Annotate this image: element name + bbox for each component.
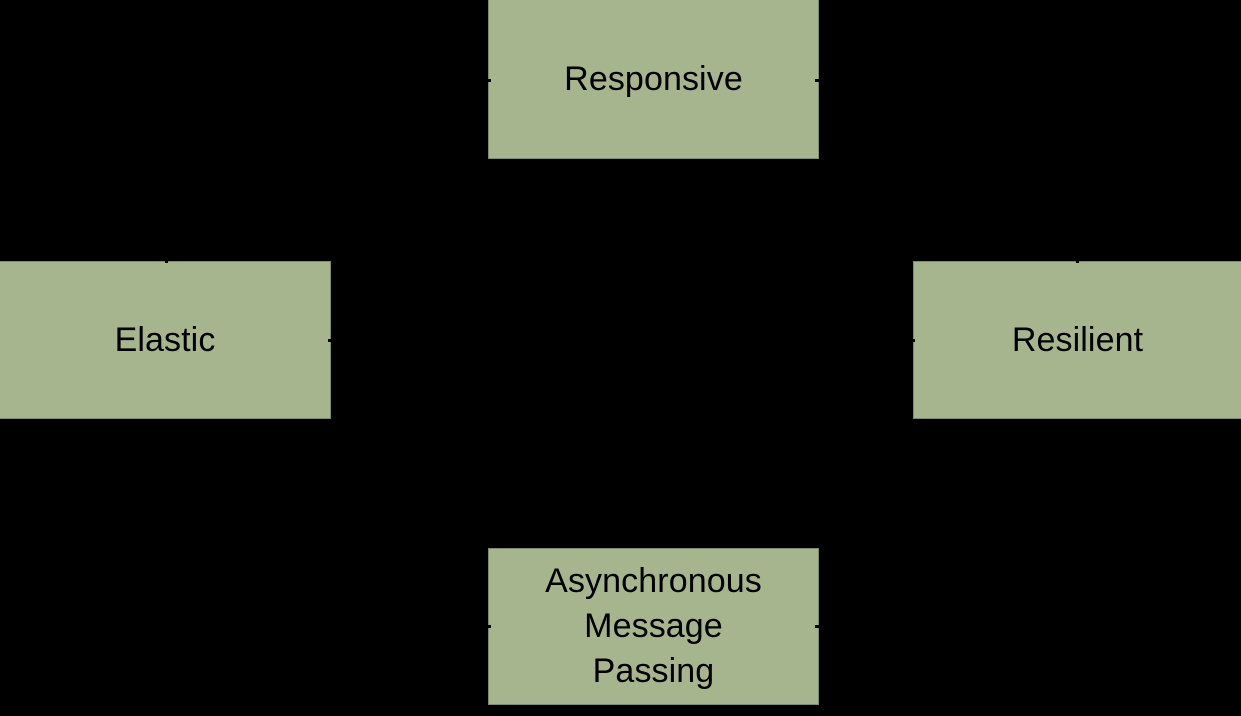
connector-stub-async-left [486,625,491,628]
node-asynchronous-message-passing-label: Asynchronous Message Passing [545,562,762,690]
connector-stub-elastic-right [328,339,333,342]
connector-stub-resilient-left [910,339,915,342]
node-responsive[interactable]: Responsive [488,0,819,159]
connector-stub-resilient-top [1076,258,1079,263]
node-elastic[interactable]: Elastic [0,261,331,419]
connector-elastic-to-responsive [165,78,489,263]
node-responsive-label: Responsive [564,59,743,98]
node-asynchronous-message-passing[interactable]: Asynchronous Message Passing [488,548,819,705]
node-elastic-label: Elastic [114,320,216,359]
node-resilient-label: Resilient [1011,320,1144,359]
connector-stub-async-right [815,625,820,628]
connector-stub-responsive-left [486,79,491,82]
connector-stub-elastic-top [165,258,168,263]
connector-async-to-resilient [818,417,1078,628]
node-resilient[interactable]: Resilient [913,261,1241,419]
connector-async-to-elastic [165,417,489,628]
connector-stub-responsive-right [815,79,820,82]
connector-resilient-to-responsive [818,78,1078,263]
